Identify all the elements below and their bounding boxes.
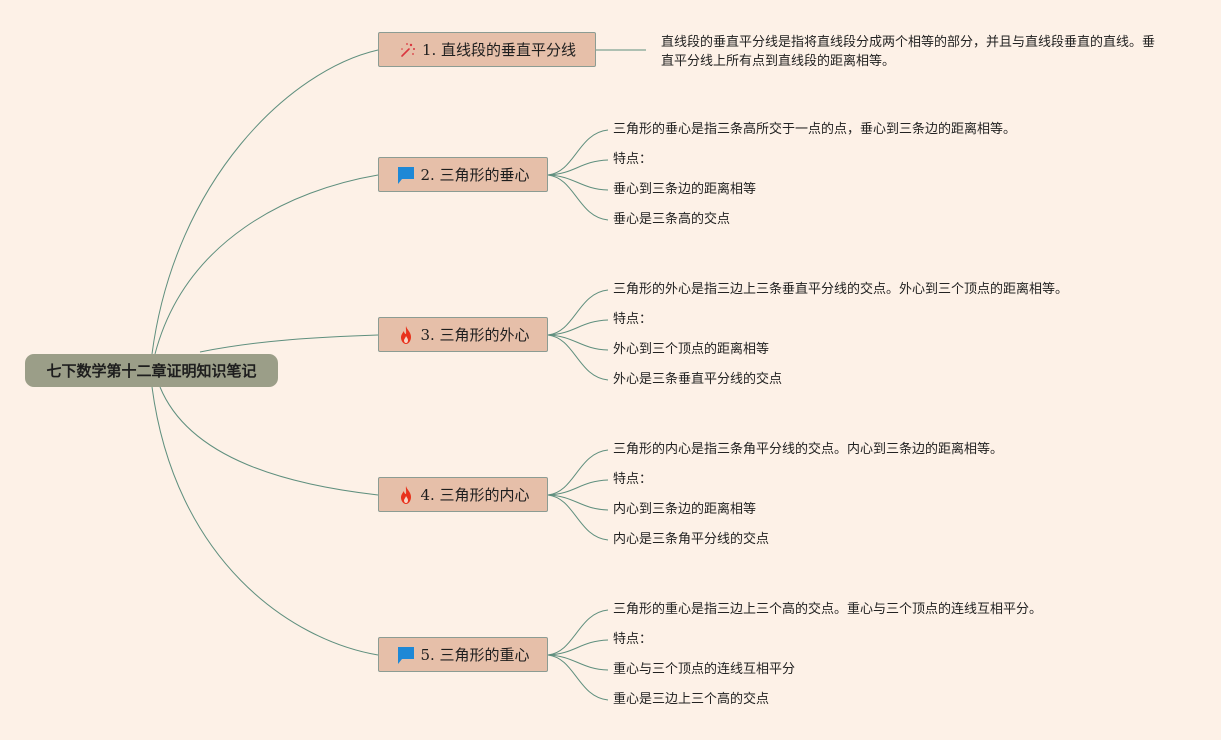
leaf-topic[interactable]: 外心到三个顶点的距离相等 [613,342,770,357]
leaf-topic[interactable]: 三角形的外心是指三边上三条垂直平分线的交点。外心到三个顶点的距离相等。 [613,282,1069,297]
connector-root-branch-3 [199,334,379,353]
leaf-topic[interactable]: 外心是三条垂直平分线的交点 [613,372,783,387]
branch-label: 1. 直线段的垂直平分线 [421,41,577,59]
connector-branch-3-leaf-4 [547,334,609,381]
connector-branch-3-leaf-3 [547,334,609,351]
leaf-topic[interactable]: 内心到三条边的距离相等 [613,502,757,517]
branch-label: 3. 三角形的外心 [420,326,530,344]
leaf-topic[interactable]: 特点： [613,312,653,327]
connector-branch-4-leaf-2 [547,479,609,496]
leaf-topic[interactable]: 垂心是三条高的交点 [613,212,731,227]
connector-root-branch-4 [159,386,379,496]
fire-icon [396,485,416,505]
connector-branch-5-leaf-4 [547,654,609,701]
connector-branch-5-leaf-3 [547,654,609,671]
connector-branch-3-leaf-1 [547,289,609,336]
leaf-topic[interactable]: 三角形的内心是指三条角平分线的交点。内心到三条边的距离相等。 [613,442,1004,457]
branch-topic-1[interactable]: 1. 直线段的垂直平分线 [378,32,596,67]
connector-branch-5-leaf-1 [547,609,609,656]
connector-branch-2-leaf-3 [547,174,609,191]
branch-topic-2[interactable]: 2. 三角形的垂心 [378,157,548,192]
connector-branch-2-leaf-2 [547,159,609,176]
leaf-topic[interactable]: 垂心到三条边的距离相等 [613,182,757,197]
connector-root-branch-1 [151,49,379,355]
branch-label: 4. 三角形的内心 [420,486,530,504]
leaf-topic[interactable]: 内心是三条角平分线的交点 [613,532,770,547]
connector-root-branch-2 [154,174,379,355]
connector-root-branch-5 [151,386,379,656]
root-topic[interactable]: 七下数学第十二章证明知识笔记 [25,354,278,387]
branch-topic-3[interactable]: 3. 三角形的外心 [378,317,548,352]
leaf-topic[interactable]: 特点： [613,152,653,167]
leaf-topic[interactable]: 重心是三边上三个高的交点 [613,692,770,707]
connector-branch-5-leaf-2 [547,639,609,656]
connector-branch-4-leaf-3 [547,494,609,511]
leaf-topic[interactable]: 三角形的重心是指三边上三个高的交点。重心与三个顶点的连线互相平分。 [613,602,1043,617]
branch-topic-4[interactable]: 4. 三角形的内心 [378,477,548,512]
flag-icon [396,165,416,185]
connector-branch-4-leaf-1 [547,449,609,496]
leaf-topic[interactable]: 重心与三个顶点的连线互相平分 [613,662,796,677]
leaf-topic[interactable]: 三角形的垂心是指三条高所交于一点的点，垂心到三条边的距离相等。 [613,122,1017,137]
branch-label: 2. 三角形的垂心 [420,166,530,184]
connector-branch-2-leaf-1 [547,129,609,176]
sparkle-icon [398,40,418,60]
connector-branch-4-leaf-4 [547,494,609,541]
fire-icon [396,325,416,345]
flag-icon [396,645,416,665]
connector-branch-2-leaf-4 [547,174,609,221]
leaf-topic[interactable]: 特点： [613,472,653,487]
branch-topic-5[interactable]: 5. 三角形的重心 [378,637,548,672]
branch-1-note[interactable]: 直线段的垂直平分线是指将直线段分成两个相等的部分，并且与直线段垂直的直线。垂直平… [661,35,1156,69]
leaf-topic[interactable]: 特点： [613,632,653,647]
connector-branch-3-leaf-2 [547,319,609,336]
branch-label: 5. 三角形的重心 [420,646,530,664]
